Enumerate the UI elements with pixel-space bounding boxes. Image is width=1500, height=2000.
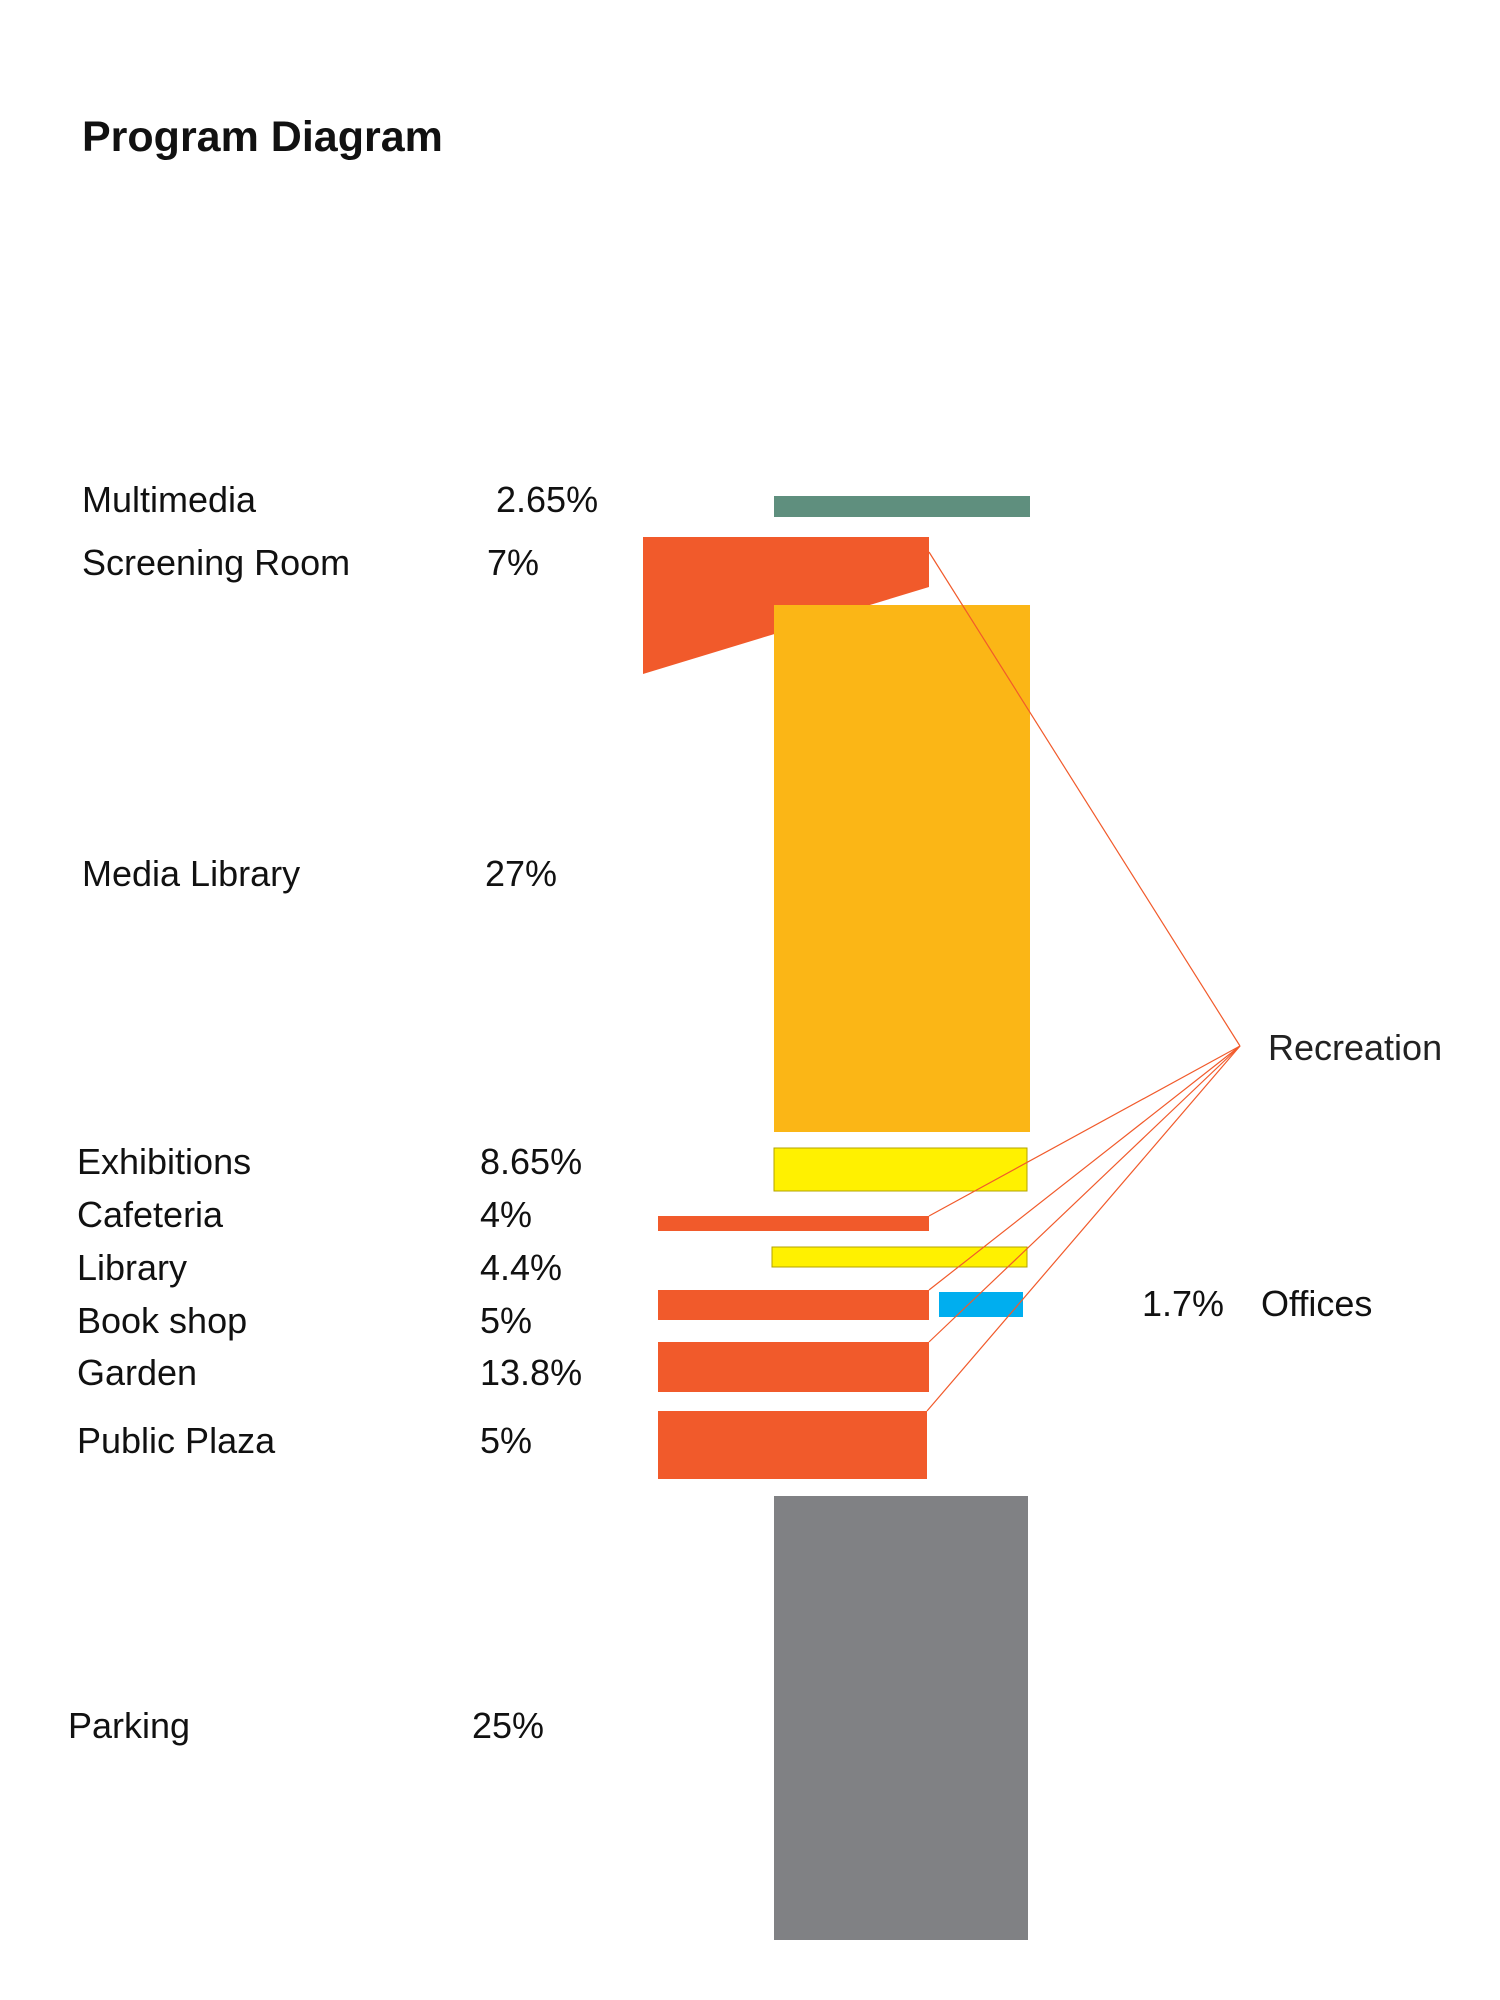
label-multimedia: Multimedia <box>82 479 257 520</box>
block-exhibitions <box>773 1147 1028 1192</box>
percent-offices: 1.7% <box>1142 1283 1225 1324</box>
block-multimedia <box>774 496 1030 517</box>
percent-multimedia: 2.65% <box>496 479 599 520</box>
connector-garden <box>928 1045 1241 1343</box>
label-screening-room: Screening Room <box>82 542 351 583</box>
block-garden <box>658 1342 929 1392</box>
block-public-plaza <box>658 1411 927 1479</box>
label-garden: Garden <box>77 1352 198 1393</box>
page-title: Program Diagram <box>82 113 443 161</box>
label-library: Library <box>77 1247 188 1288</box>
percent-screening-room: 7% <box>487 542 540 583</box>
connector-book-shop <box>928 1045 1241 1291</box>
block-parking <box>774 1496 1028 1940</box>
block-cafeteria <box>658 1216 929 1231</box>
percent-cafeteria: 4% <box>480 1194 533 1235</box>
label-media-library: Media Library <box>82 853 301 894</box>
connector-cafeteria <box>928 1045 1241 1217</box>
label-book-shop: Book shop <box>77 1300 248 1341</box>
block-library <box>771 1246 1028 1268</box>
percent-media-library: 27% <box>485 853 558 894</box>
block-offices <box>939 1292 1023 1317</box>
percent-exhibitions: 8.65% <box>480 1141 583 1182</box>
connector-screening-room <box>928 551 1241 1047</box>
label-recreation: Recreation <box>1268 1027 1443 1068</box>
label-offices: Offices <box>1261 1283 1373 1324</box>
percent-public-plaza: 5% <box>480 1420 533 1461</box>
connector-public-plaza <box>926 1045 1241 1412</box>
percent-library: 4.4% <box>480 1247 563 1288</box>
percent-book-shop: 5% <box>480 1300 533 1341</box>
label-public-plaza: Public Plaza <box>77 1420 276 1461</box>
label-cafeteria: Cafeteria <box>77 1194 224 1235</box>
block-media-library <box>774 605 1030 1132</box>
percent-parking: 25% <box>472 1705 545 1746</box>
label-exhibitions: Exhibitions <box>77 1141 252 1182</box>
percent-garden: 13.8% <box>480 1352 583 1393</box>
label-parking: Parking <box>68 1705 191 1746</box>
block-book-shop <box>658 1290 929 1320</box>
